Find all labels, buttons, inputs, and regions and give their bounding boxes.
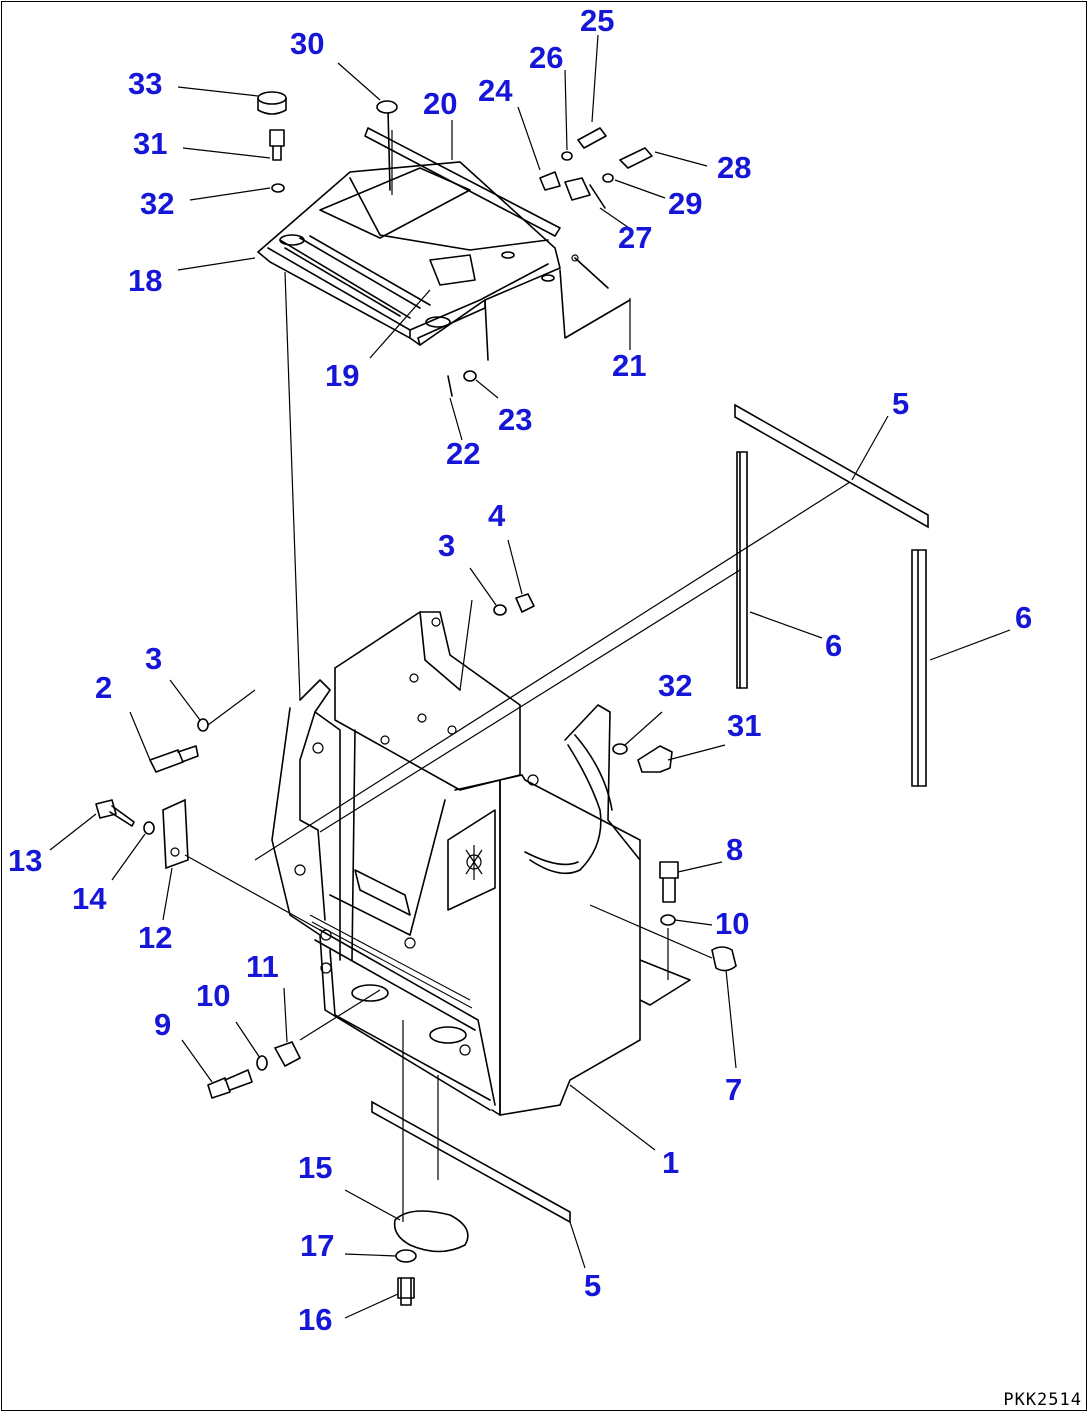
stay-bar-20 bbox=[364, 100, 561, 237]
leader-lines bbox=[49, 34, 1011, 1319]
callout-3-upper: 3 bbox=[438, 528, 456, 563]
callout-6-left: 6 bbox=[825, 628, 843, 663]
callout-14: 14 bbox=[72, 881, 107, 916]
callout-9: 9 bbox=[154, 1007, 172, 1042]
callout-32-right: 32 bbox=[658, 668, 693, 703]
rod-21 bbox=[559, 254, 631, 339]
callout-20: 20 bbox=[423, 86, 458, 121]
callout-29: 29 bbox=[668, 186, 703, 221]
callout-33: 33 bbox=[128, 66, 163, 101]
cap-bolt-33-31-32 bbox=[257, 91, 287, 193]
bracket-parts-24-29 bbox=[539, 127, 653, 209]
drawing-code: PKK2514 bbox=[1003, 1390, 1082, 1410]
callout-10-right: 10 bbox=[715, 906, 750, 941]
top-cover-18 bbox=[256, 161, 561, 361]
pin-washer-22-23 bbox=[447, 370, 477, 397]
callout-7: 7 bbox=[725, 1072, 743, 1107]
callout-5-top: 5 bbox=[892, 386, 910, 421]
callout-13: 13 bbox=[8, 843, 43, 878]
loose-hardware bbox=[95, 593, 737, 1306]
callout-17: 17 bbox=[300, 1228, 335, 1263]
callout-24: 24 bbox=[478, 73, 513, 108]
callout-1: 1 bbox=[662, 1145, 680, 1180]
callout-30: 30 bbox=[290, 26, 325, 61]
callout-31-right: 31 bbox=[727, 708, 762, 743]
callout-15: 15 bbox=[298, 1150, 333, 1185]
callout-8: 8 bbox=[726, 832, 744, 867]
callout-4: 4 bbox=[488, 498, 506, 533]
callout-3-lower: 3 bbox=[145, 641, 163, 676]
callout-2: 2 bbox=[95, 670, 113, 705]
callout-22: 22 bbox=[446, 436, 481, 471]
callout-19: 19 bbox=[325, 358, 360, 393]
callout-23: 23 bbox=[498, 402, 533, 437]
callout-32-top: 32 bbox=[140, 186, 175, 221]
support-frame-1 bbox=[271, 611, 691, 1116]
callout-6-right: 6 bbox=[1015, 600, 1033, 635]
callout-18: 18 bbox=[128, 263, 163, 298]
callout-26: 26 bbox=[529, 40, 564, 75]
callout-11: 11 bbox=[246, 949, 279, 984]
callout-12: 12 bbox=[138, 920, 173, 955]
callout-31-top: 31 bbox=[133, 126, 168, 161]
callout-10-left: 10 bbox=[196, 978, 231, 1013]
callout-21: 21 bbox=[612, 348, 647, 383]
callout-28: 28 bbox=[717, 150, 752, 185]
callout-25: 25 bbox=[580, 3, 615, 38]
rails-5-6 bbox=[371, 403, 929, 1224]
callout-5-bottom: 5 bbox=[584, 1268, 602, 1303]
frame-emblem bbox=[465, 845, 483, 880]
callout-16: 16 bbox=[298, 1302, 333, 1337]
callout-27: 27 bbox=[618, 220, 653, 255]
assembly-lines bbox=[184, 130, 851, 1222]
